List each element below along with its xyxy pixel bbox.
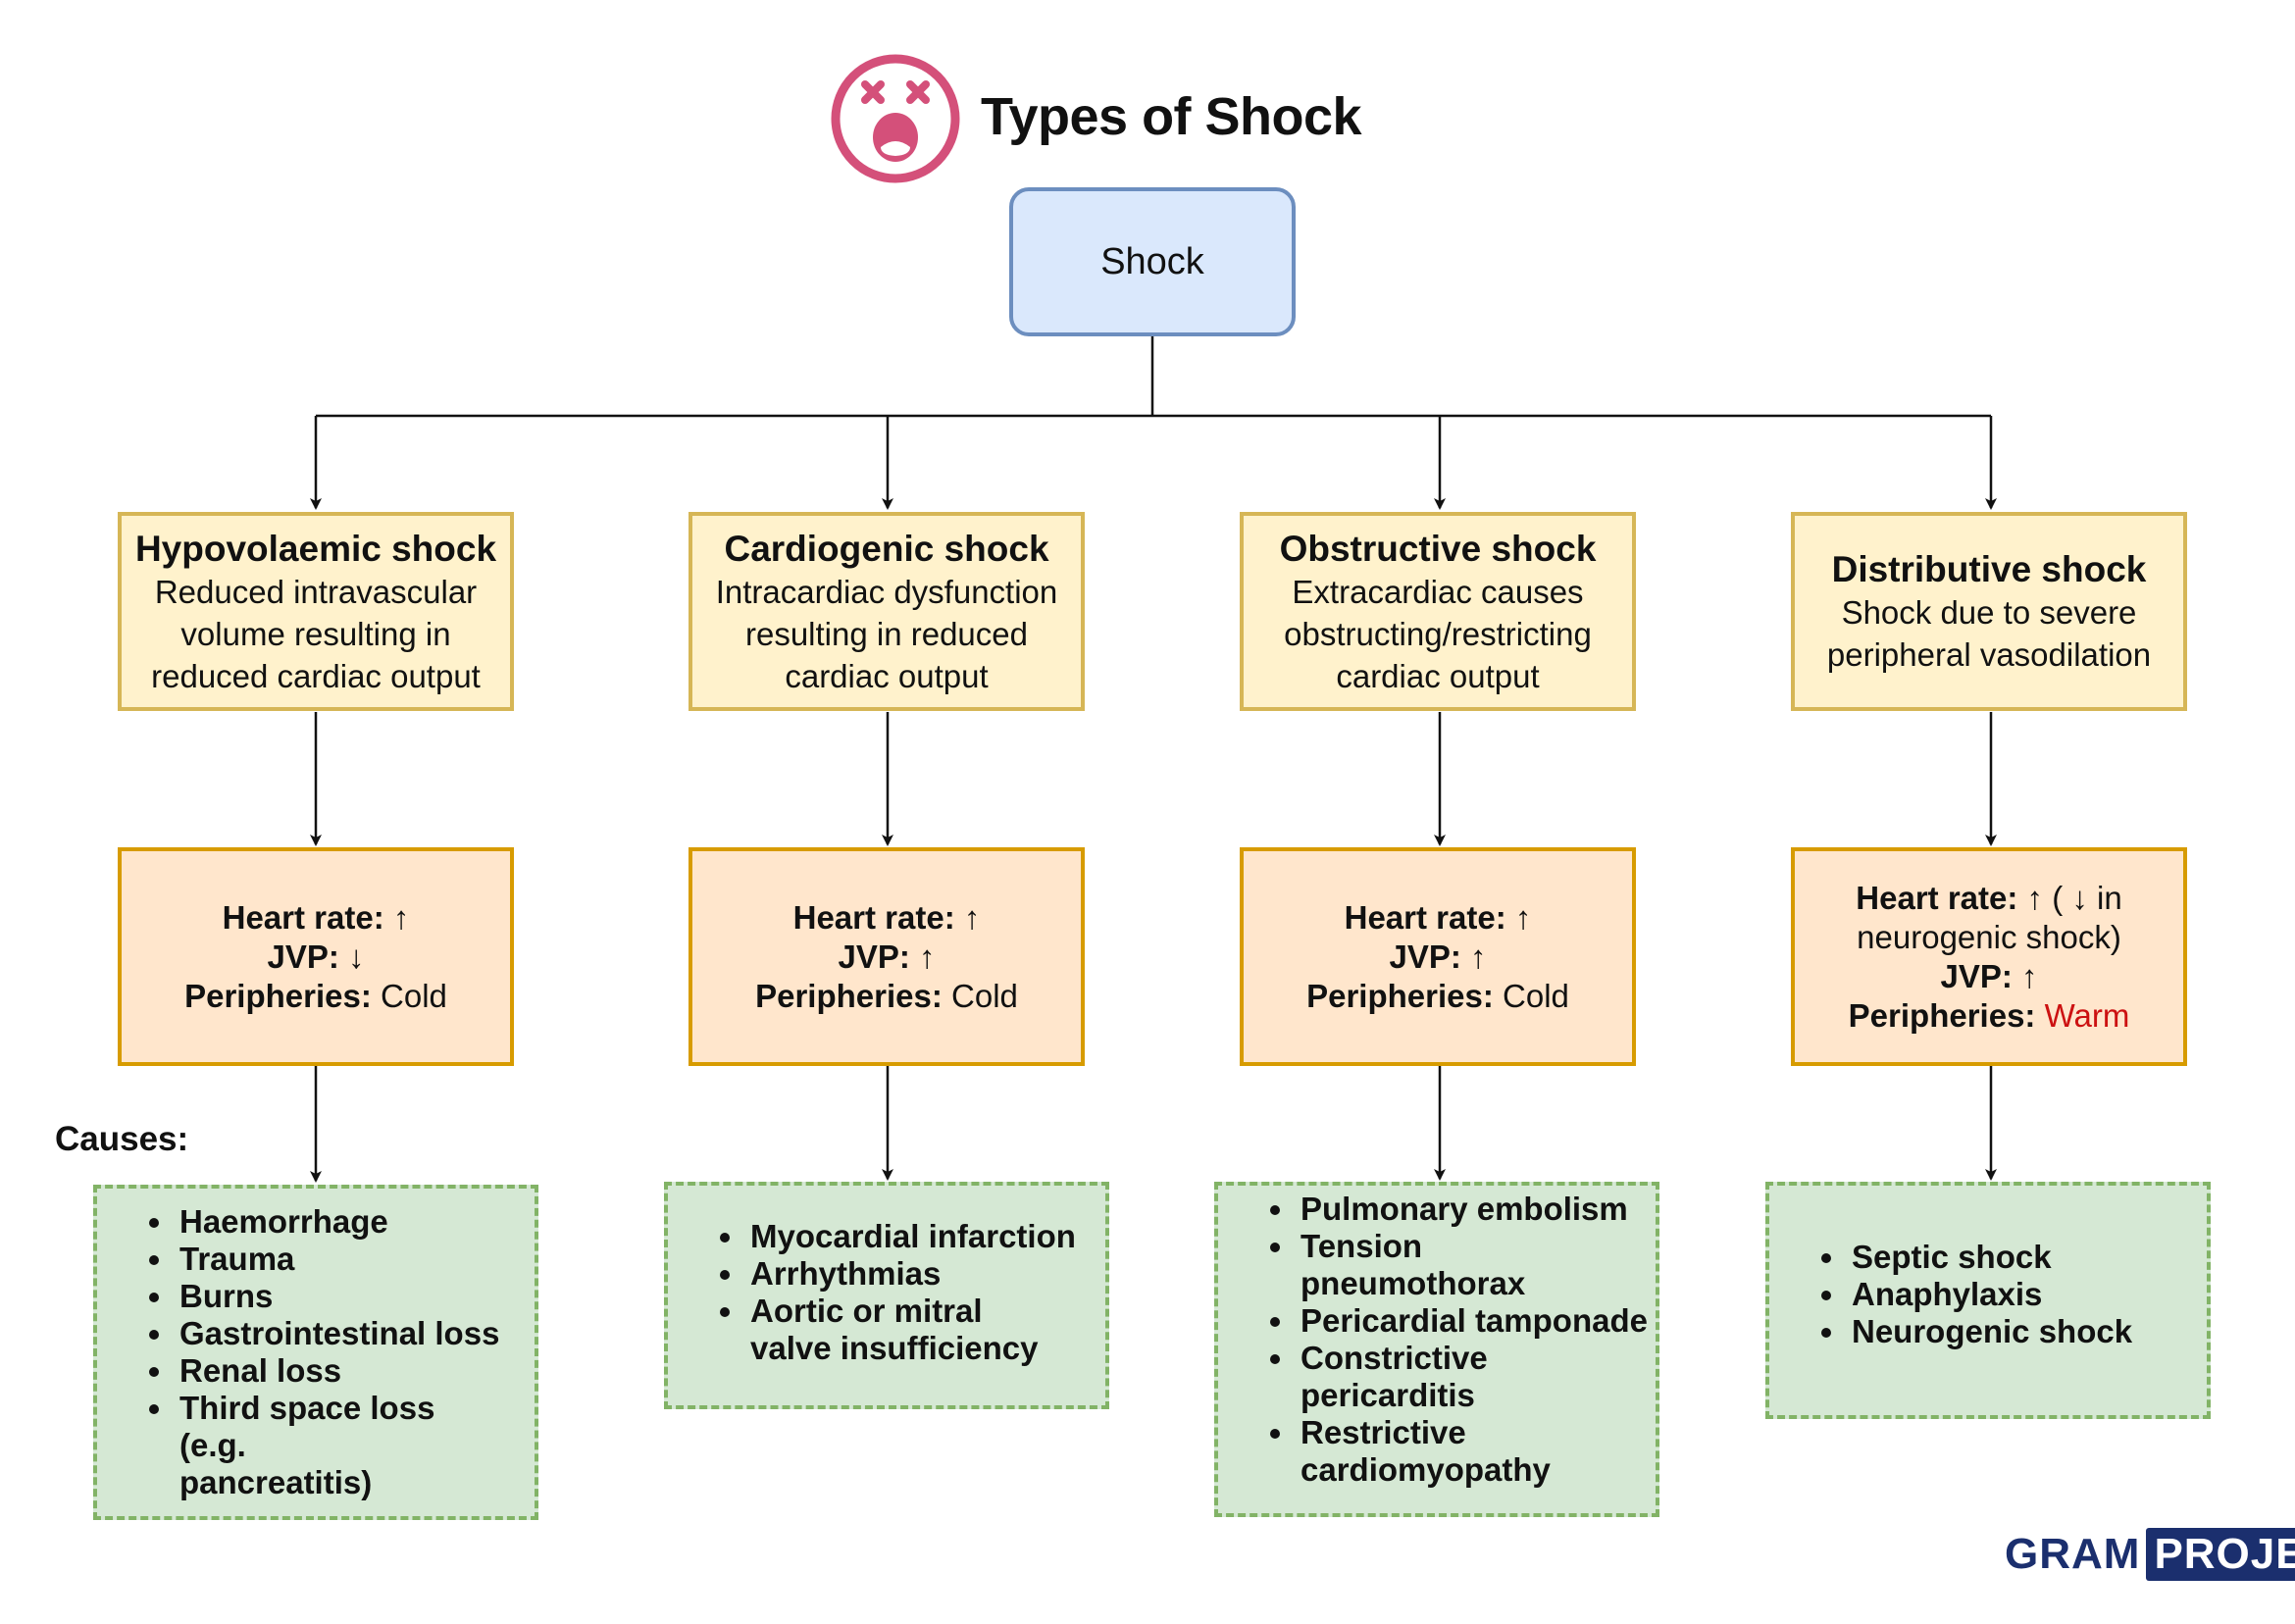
- cause-item: Myocardial infarction: [746, 1218, 1076, 1255]
- peripheries-line: Peripheries: Warm: [1849, 996, 2130, 1036]
- peripheries-line: Peripheries: Cold: [755, 977, 1018, 1016]
- cause-item: Haemorrhage: [176, 1203, 499, 1241]
- type-box-hypovolaemic: Hypovolaemic shock Reduced intravascular…: [118, 512, 514, 711]
- logo-text-gram: GRAM: [2005, 1530, 2141, 1578]
- cause-item: Trauma: [176, 1241, 499, 1278]
- peripheries-line: Peripheries: Cold: [1306, 977, 1569, 1016]
- jvp-line: JVP: ↓: [267, 938, 364, 977]
- heart-rate-value: ↑: [1514, 898, 1532, 936]
- jvp-value: ↑: [919, 938, 936, 975]
- jvp-label: JVP:: [838, 938, 910, 975]
- type-description-line: Extracardiac causes: [1292, 573, 1584, 610]
- heart-rate-line: Heart rate: ↑ ( ↓ in: [1856, 879, 2121, 918]
- jvp-line: JVP: ↑: [1940, 957, 2037, 996]
- heart-rate-label: Heart rate:: [792, 898, 955, 936]
- cause-item: Restrictive cardiomyopathy: [1297, 1414, 1551, 1489]
- heart-rate-note: neurogenic shock): [1857, 918, 2121, 955]
- root-node-shock: Shock: [1009, 187, 1296, 336]
- peripheries-value: Cold: [1503, 977, 1569, 1014]
- causes-list: Pulmonary embolism Tension pneumothorax …: [1218, 1191, 1656, 1489]
- shocked-face-icon: [831, 54, 960, 183]
- heart-rate-line: Heart rate: ↑: [793, 898, 981, 938]
- peripheries-label: Peripheries:: [1848, 996, 2036, 1034]
- type-description-line: obstructing/restricting: [1284, 615, 1592, 652]
- jvp-value: ↑: [2021, 957, 2038, 994]
- peripheries-value: Cold: [951, 977, 1018, 1014]
- cause-item: Third space loss (e.g. pancreatitis): [176, 1390, 444, 1501]
- cause-item: Renal loss: [176, 1352, 499, 1390]
- cause-item: Tension pneumothorax: [1297, 1228, 1656, 1302]
- cause-item: Pulmonary embolism: [1297, 1191, 1656, 1228]
- cause-item: Burns: [176, 1278, 499, 1315]
- cause-item: Neurogenic shock: [1848, 1313, 2132, 1350]
- cause-item: Gastrointestinal loss: [176, 1315, 499, 1352]
- causes-box-cardiogenic: Myocardial infarction Arrhythmias Aortic…: [664, 1182, 1109, 1409]
- type-description-line: resulting in reduced: [744, 615, 1028, 652]
- type-name: Cardiogenic shock: [724, 528, 1049, 569]
- jvp-label: JVP:: [267, 938, 339, 975]
- peripheries-value: Cold: [381, 977, 447, 1014]
- jvp-label: JVP:: [1940, 957, 2013, 994]
- heart-rate-label: Heart rate:: [1344, 898, 1506, 936]
- jvp-line: JVP: ↑: [838, 938, 935, 977]
- jvp-value: ↑: [1470, 938, 1487, 975]
- causes-list: Haemorrhage Trauma Burns Gastrointestina…: [97, 1203, 499, 1501]
- causes-box-obstructive: Pulmonary embolism Tension pneumothorax …: [1214, 1182, 1659, 1517]
- jvp-line: JVP: ↑: [1389, 938, 1486, 977]
- jvp-value: ↓: [348, 938, 365, 975]
- peripheries-line: Peripheries: Cold: [184, 977, 447, 1016]
- cause-item: Aortic or mitral valve insufficiency: [746, 1293, 1064, 1367]
- peripheries-label: Peripheries:: [755, 977, 943, 1014]
- signs-box-obstructive: Heart rate: ↑ JVP: ↑ Peripheries: Cold: [1240, 847, 1636, 1066]
- type-box-cardiogenic: Cardiogenic shock Intracardiac dysfuncti…: [688, 512, 1085, 711]
- type-description-line: Reduced intravascular: [154, 573, 478, 610]
- type-description-line: reduced cardiac output: [151, 657, 481, 694]
- causes-list: Septic shock Anaphylaxis Neurogenic shoc…: [1769, 1239, 2132, 1350]
- type-name: Hypovolaemic shock: [134, 528, 497, 569]
- heart-rate-value: ↑: [963, 898, 981, 936]
- cause-item: Constrictive pericarditis: [1297, 1340, 1656, 1414]
- type-description-line: Shock due to severe: [1841, 594, 2137, 631]
- type-name: Distributive shock: [1831, 549, 2147, 589]
- type-description-line: cardiac output: [785, 657, 989, 694]
- heart-rate-line: Heart rate: ↑: [1345, 898, 1532, 938]
- cause-item: Anaphylaxis: [1848, 1276, 2132, 1313]
- logo-text-project: PROJECT: [2146, 1528, 2295, 1581]
- causes-list: Myocardial infarction Arrhythmias Aortic…: [668, 1218, 1076, 1367]
- type-box-obstructive: Obstructive shock Extracardiac causes ob…: [1240, 512, 1636, 711]
- type-name: Obstructive shock: [1279, 528, 1597, 569]
- cause-item: Septic shock: [1848, 1239, 2132, 1276]
- page-title: Types of Shock: [981, 87, 1362, 146]
- signs-box-hypovolaemic: Heart rate: ↑ JVP: ↓ Peripheries: Cold: [118, 847, 514, 1066]
- type-description-line: cardiac output: [1336, 657, 1540, 694]
- signs-box-distributive: Heart rate: ↑ ( ↓ in neurogenic shock) J…: [1791, 847, 2187, 1066]
- peripheries-label: Peripheries:: [184, 977, 372, 1014]
- gram-project-logo: GRAM PROJECT: [1999, 1528, 2295, 1581]
- causes-label: Causes:: [55, 1120, 189, 1158]
- cause-item: Pericardial tamponade: [1297, 1302, 1656, 1340]
- signs-box-cardiogenic: Heart rate: ↑ JVP: ↑ Peripheries: Cold: [688, 847, 1085, 1066]
- jvp-label: JVP:: [1389, 938, 1461, 975]
- heart-rate-label: Heart rate:: [222, 898, 384, 936]
- causes-box-distributive: Septic shock Anaphylaxis Neurogenic shoc…: [1765, 1182, 2211, 1419]
- cause-item: Arrhythmias: [746, 1255, 1076, 1293]
- heart-rate-value: ↑ ( ↓ in: [2026, 879, 2122, 916]
- peripheries-label: Peripheries:: [1306, 977, 1494, 1014]
- peripheries-value: Warm: [2044, 996, 2130, 1034]
- type-description-line: Intracardiac dysfunction: [715, 573, 1058, 610]
- heart-rate-line: Heart rate: ↑: [223, 898, 410, 938]
- causes-box-hypovolaemic: Haemorrhage Trauma Burns Gastrointestina…: [93, 1185, 538, 1520]
- type-box-distributive: Distributive shock Shock due to severe p…: [1791, 512, 2187, 711]
- heart-rate-value: ↑: [392, 898, 410, 936]
- type-description-line: peripheral vasodilation: [1826, 636, 2152, 673]
- type-description-line: volume resulting in: [180, 615, 451, 652]
- heart-rate-label: Heart rate:: [1856, 879, 2018, 916]
